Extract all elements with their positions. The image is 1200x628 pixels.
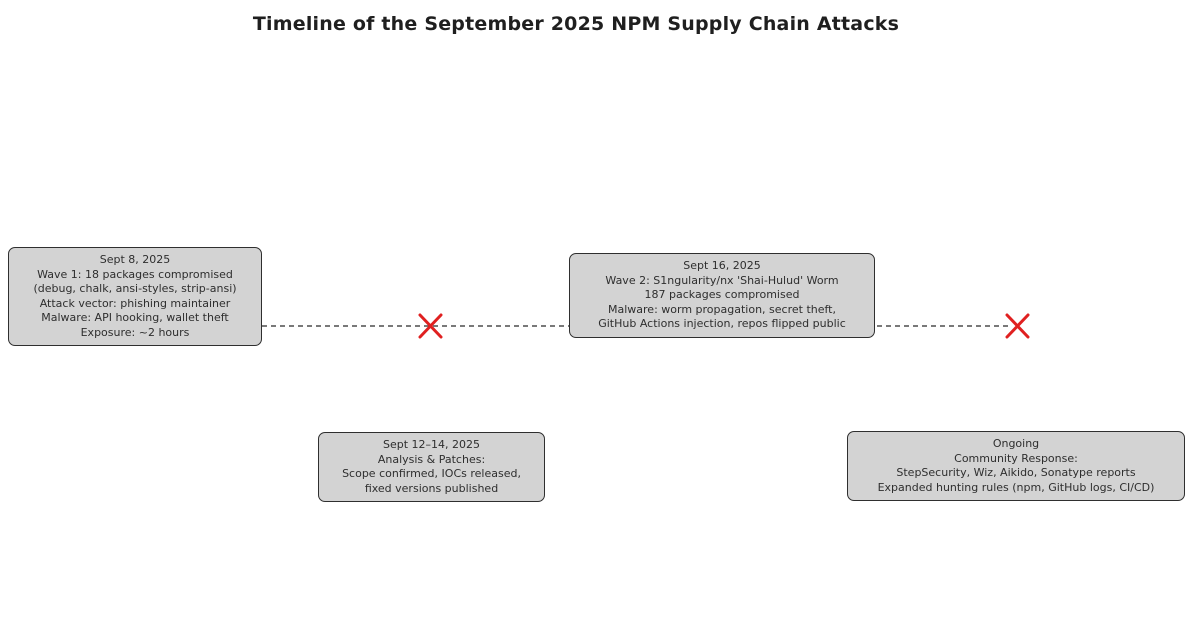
event-line: Exposure: ~2 hours bbox=[80, 325, 190, 339]
event-date: Sept 16, 2025 bbox=[683, 259, 761, 272]
event-line: fixed versions published bbox=[364, 481, 499, 495]
event-line: Expanded hunting rules (npm, GitHub logs… bbox=[877, 480, 1155, 494]
attack-x-icon bbox=[1005, 313, 1030, 339]
event-date: Sept 12–14, 2025 bbox=[382, 438, 481, 451]
event-line: Wave 2: S1ngularity/nx 'Shai-Hulud' Worm bbox=[605, 273, 839, 287]
event-box-wave2: Sept 16, 2025 Wave 2: S1ngularity/nx 'Sh… bbox=[569, 253, 875, 338]
event-line: Malware: API hooking, wallet theft bbox=[41, 311, 229, 324]
event-line: (debug, chalk, ansi-styles, strip-ansi) bbox=[33, 282, 237, 295]
event-date: Ongoing bbox=[992, 437, 1040, 450]
event-line: StepSecurity, Wiz, Aikido, Sonatype repo… bbox=[896, 466, 1136, 479]
event-box-ongoing: Ongoing Community Response: StepSecurity… bbox=[847, 431, 1185, 501]
attack-x-icon bbox=[418, 313, 443, 339]
event-box-analysis: Sept 12–14, 2025 Analysis & Patches: Sco… bbox=[318, 432, 545, 502]
event-line: Wave 1: 18 packages compromised bbox=[37, 267, 233, 281]
event-line: Community Response: bbox=[954, 451, 1078, 465]
event-date: Sept 8, 2025 bbox=[99, 253, 171, 266]
event-line: 187 packages compromised bbox=[644, 288, 800, 301]
event-line: Attack vector: phishing maintainer bbox=[39, 296, 231, 310]
event-line: Scope confirmed, IOCs released, bbox=[342, 467, 521, 480]
event-line: Analysis & Patches: bbox=[377, 452, 486, 466]
diagram-title: Timeline of the September 2025 NPM Suppl… bbox=[252, 13, 900, 35]
event-line: Malware: worm propagation, secret theft, bbox=[608, 302, 836, 316]
event-box-wave1: Sept 8, 2025 Wave 1: 18 packages comprom… bbox=[8, 247, 262, 346]
event-line: GitHub Actions injection, repos flipped … bbox=[598, 317, 846, 330]
